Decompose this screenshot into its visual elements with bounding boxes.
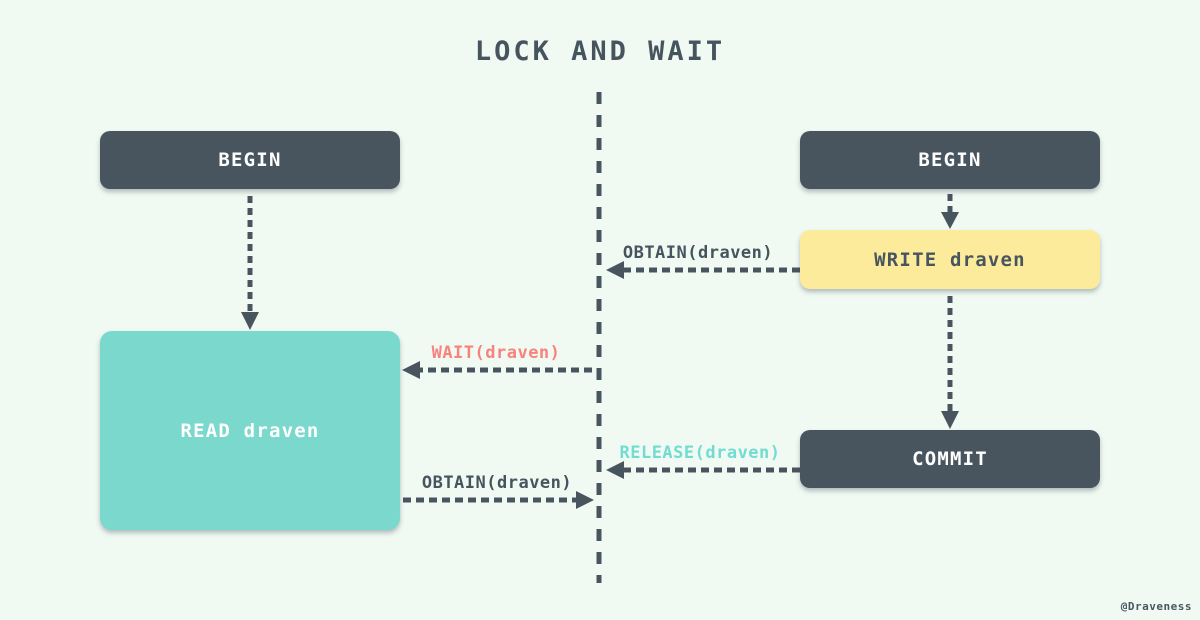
arrowhead-left-icon [402, 361, 420, 379]
node-begin-right-label: BEGIN [918, 149, 982, 171]
node-write-draven: WRITE draven [800, 230, 1100, 289]
arrowhead-left-icon [606, 461, 624, 479]
arrowhead-right-icon [576, 491, 594, 509]
diagram-title: LOCK AND WAIT [474, 36, 726, 67]
arrow-begin-to-read [241, 196, 259, 330]
label-release: RELEASE(draven) [619, 443, 781, 463]
arrow-begin-to-write [941, 194, 959, 229]
arrow-wait [402, 361, 592, 379]
node-begin-left: BEGIN [100, 131, 400, 189]
node-read-draven-label: READ draven [180, 419, 320, 442]
node-commit-label: COMMIT [912, 448, 988, 470]
arrow-obtain-write [606, 261, 800, 279]
node-begin-left-label: BEGIN [218, 149, 282, 171]
node-read-draven: READ draven [100, 331, 400, 530]
node-commit: COMMIT [800, 430, 1100, 488]
arrowhead-down-icon [941, 411, 959, 429]
label-obtain-write: OBTAIN(draven) [622, 243, 774, 263]
arrow-write-to-commit [941, 296, 959, 429]
arrowhead-left-icon [606, 261, 624, 279]
node-begin-right: BEGIN [800, 131, 1100, 189]
arrow-release [606, 461, 800, 479]
arrow-obtain-read [403, 491, 594, 509]
label-obtain-read: OBTAIN(draven) [421, 473, 573, 493]
label-wait: WAIT(draven) [431, 343, 561, 363]
author-watermark: @Draveness [1120, 600, 1192, 613]
arrowhead-down-icon [241, 312, 259, 330]
node-write-draven-label: WRITE draven [874, 248, 1026, 271]
arrowhead-down-icon [941, 212, 959, 229]
